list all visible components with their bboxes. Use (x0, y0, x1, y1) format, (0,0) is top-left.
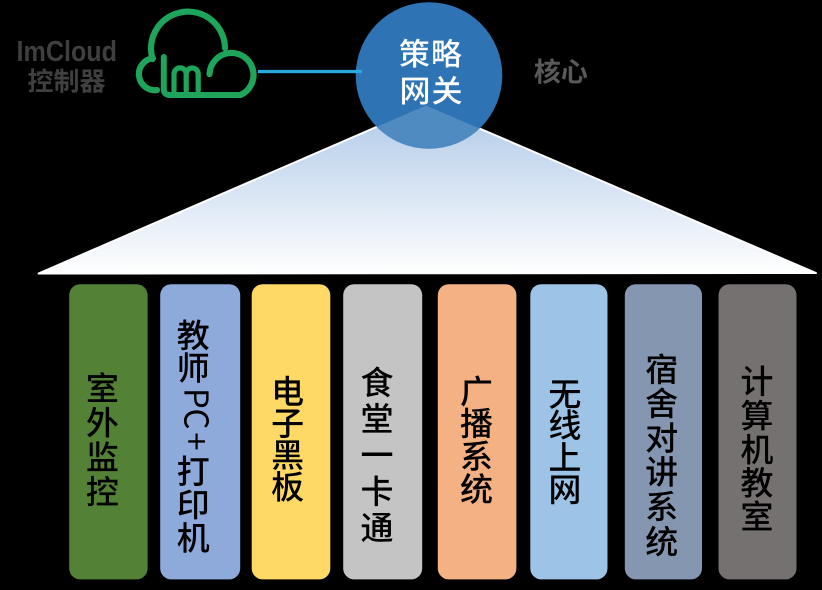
svg-text:ImCloud: ImCloud (17, 36, 118, 68)
